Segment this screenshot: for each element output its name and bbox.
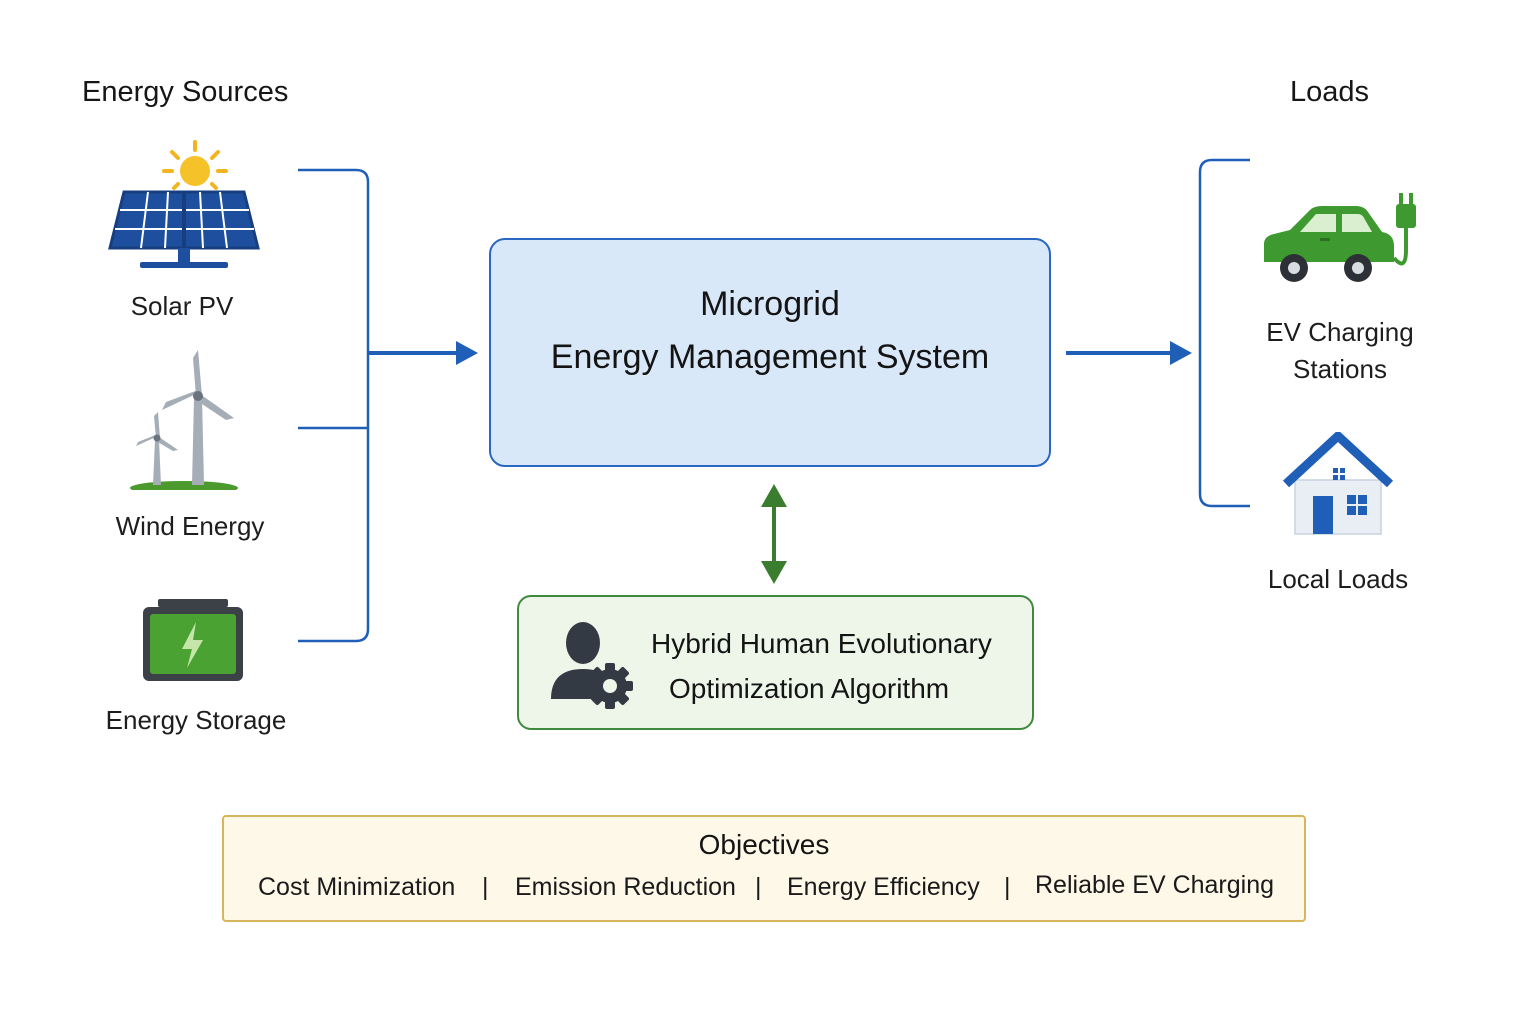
solar-panel-icon: [106, 140, 262, 272]
ems-title-line2: Energy Management System: [550, 338, 990, 376]
solar-pv-label: Solar PV: [130, 291, 234, 321]
ems-title-line1: Microgrid: [700, 285, 840, 323]
battery-icon: [140, 598, 246, 684]
energy-storage-label: Energy Storage: [105, 705, 287, 735]
ev-car-charger-icon: [1258, 192, 1420, 288]
loads-heading: Loads: [1290, 76, 1370, 108]
house-icon: [1283, 432, 1393, 536]
wind-energy-label: Wind Energy: [115, 511, 265, 541]
objective-separator: |: [755, 873, 762, 901]
objective-reliable-ev-charging: Reliable EV Charging: [1035, 871, 1275, 899]
wind-turbine-icon: [126, 348, 242, 490]
objectives-title: Objectives: [698, 829, 830, 860]
ems-to-loads-arrow: [1066, 341, 1192, 365]
objective-cost-minimization: Cost Minimization: [258, 873, 456, 901]
ev-charging-label-line2: Stations: [1293, 354, 1387, 384]
objectives-box: Objectives Cost Minimization | Emission …: [222, 815, 1306, 922]
objective-emission-reduction: Emission Reduction: [515, 873, 736, 901]
objective-energy-efficiency: Energy Efficiency: [787, 873, 980, 901]
objective-separator: |: [482, 873, 489, 901]
ev-charging-label-line1: EV Charging: [1266, 317, 1414, 347]
loads-bracket: [1198, 158, 1250, 508]
user-gear-icon: [549, 619, 633, 711]
ems-box: Microgrid Energy Management System: [489, 238, 1051, 467]
sources-bracket: [298, 168, 370, 643]
algorithm-box: Hybrid Human Evolutionary Optimization A…: [517, 595, 1034, 730]
algorithm-title-line1: Hybrid Human Evolutionary: [651, 628, 992, 659]
bidirectional-arrow: [761, 484, 787, 584]
energy-sources-heading: Energy Sources: [82, 76, 289, 108]
algorithm-title-line2: Optimization Algorithm: [669, 673, 950, 704]
sources-to-ems-arrow: [369, 341, 478, 365]
objective-separator: |: [1004, 873, 1011, 901]
local-loads-label: Local Loads: [1267, 564, 1409, 594]
